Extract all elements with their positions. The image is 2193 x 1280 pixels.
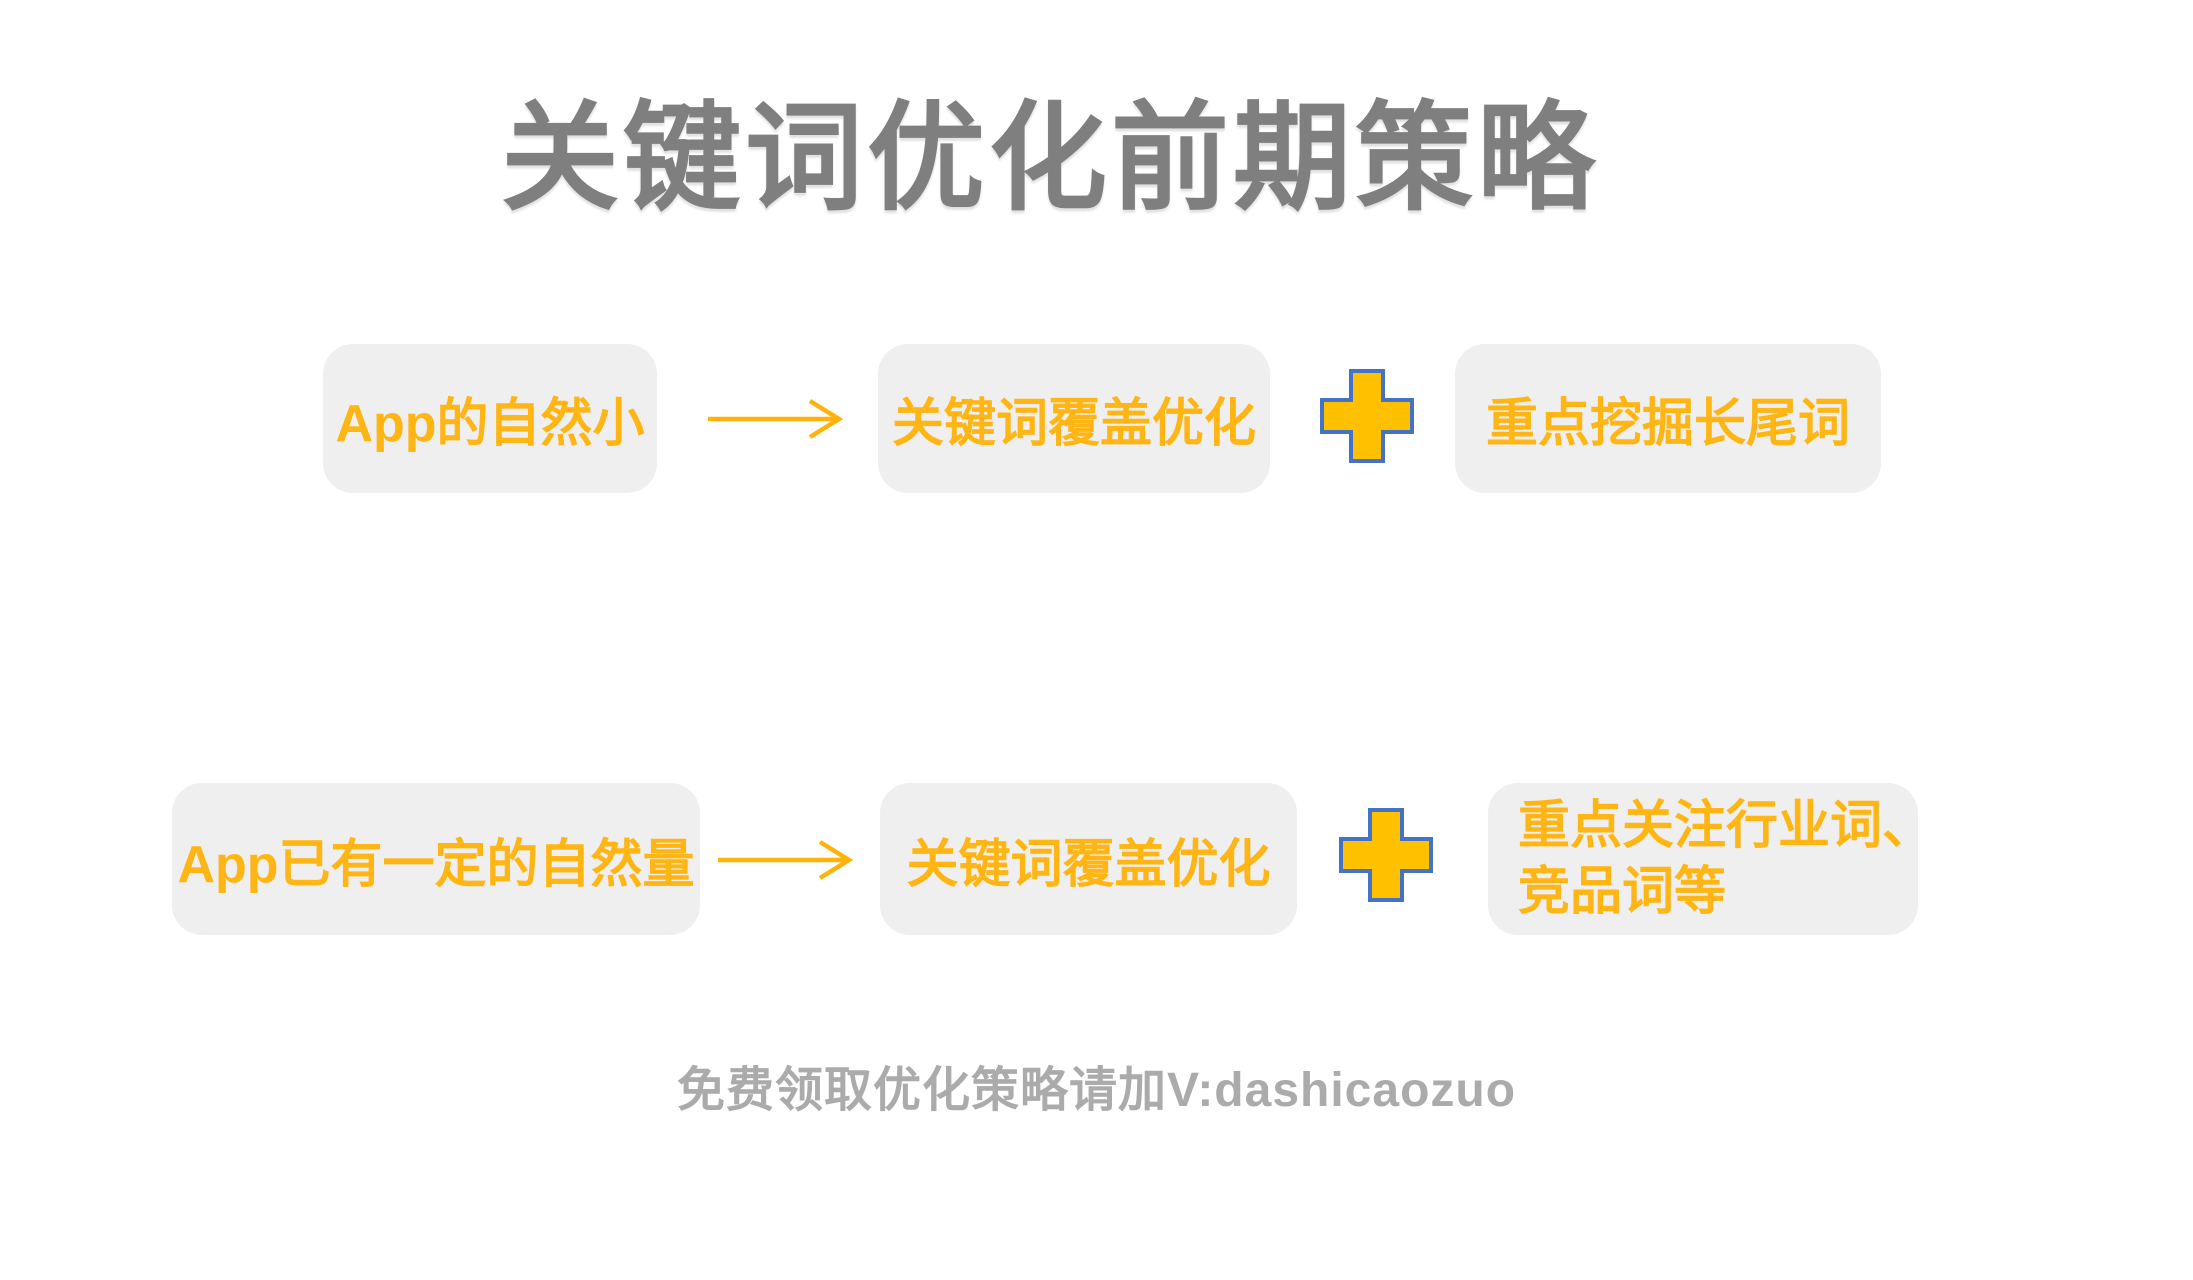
box-label: 重点挖掘长尾词 <box>1485 395 1850 453</box>
box-label: 关键词覆盖优化 <box>906 835 1271 894</box>
right-arrow-icon <box>708 399 844 439</box>
box-industry-competitor-words: 重点关注行业词、 竞品词等 <box>1488 783 1934 935</box>
box-app-has-natural-traffic: App已有一定的自然量 <box>172 783 700 935</box>
right-arrow-icon <box>718 840 854 880</box>
box-keyword-coverage-optimization-1: 关键词覆盖优化 <box>878 344 1270 493</box>
box-label: App的自然小 <box>335 395 645 453</box>
plus-icon <box>1320 369 1414 463</box>
box-label: 重点关注行业词、 竞品词等 <box>1518 793 1934 925</box>
page-title: 关键词优化前期策略 <box>500 93 1599 225</box>
box-app-natural-traffic-small: App的自然小 <box>323 344 657 493</box>
box-keyword-coverage-optimization-2: 关键词覆盖优化 <box>880 783 1297 935</box>
box-label-line1: 重点关注行业词、 <box>1518 797 1935 855</box>
box-mine-long-tail-words: 重点挖掘长尾词 <box>1455 344 1881 493</box>
plus-icon <box>1339 808 1433 902</box>
box-label: 关键词覆盖优化 <box>891 395 1256 453</box>
footer-contact-note: 免费领取优化策略请加V:dashicaozuo <box>676 1064 1517 1117</box>
box-label-line2: 竞品词等 <box>1518 863 1727 921</box>
box-label: App已有一定的自然量 <box>177 835 695 894</box>
